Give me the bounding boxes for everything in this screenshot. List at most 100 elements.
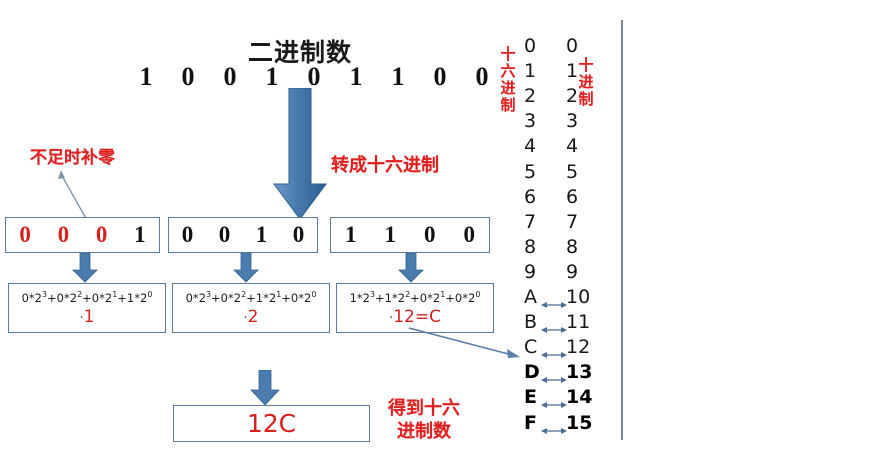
nibble-box-3: 1 1 0 0	[330, 217, 490, 253]
formula-result: ·1	[79, 307, 95, 328]
binary-digit: 0	[223, 62, 237, 91]
hex-value: A	[524, 286, 537, 308]
binary-digit: 0	[475, 62, 489, 91]
result-annotation: 得到十六 进制数	[388, 398, 460, 443]
final-result-arrow	[250, 370, 280, 406]
final-result-box: 12C	[173, 405, 370, 442]
decimal-value: 15	[566, 411, 593, 434]
nibble-to-formula-arrow-3	[398, 253, 424, 283]
nibble-to-formula-arrow-2	[233, 253, 259, 283]
decimal-value: 1	[566, 60, 579, 83]
nibble-bit: 0	[463, 222, 476, 247]
decimal-value: 7	[566, 210, 579, 233]
decimal-value: 10	[566, 286, 591, 308]
hex-value: C	[524, 336, 538, 359]
nibble-bit: 0	[19, 222, 31, 247]
hex-table-row: A 10	[524, 285, 614, 310]
binary-digit: 0	[433, 62, 447, 91]
nibble-bit: 0	[57, 222, 70, 247]
nibble-bit: 0	[424, 222, 436, 247]
convert-hex-annotation: 转成十六进制	[331, 155, 439, 176]
pad-zero-annotation: 不足时补零	[30, 148, 115, 168]
nibble-bit: 1	[255, 222, 268, 247]
double-arrow-icon	[541, 393, 567, 409]
nibble-bit: 0	[95, 222, 108, 247]
hex-table-row: D 13	[524, 360, 614, 385]
hex-column-header: 十六进制	[500, 45, 516, 114]
decimal-value: 5	[566, 160, 579, 183]
hex-value: 6	[524, 185, 537, 208]
decimal-value: 14	[566, 386, 593, 409]
decimal-value: 9	[566, 260, 579, 283]
hex-value: 8	[524, 235, 537, 258]
decimal-value: 13	[566, 361, 593, 384]
formula-result: ·2	[243, 307, 259, 328]
decimal-value: 3	[566, 110, 579, 133]
hex-value: 3	[524, 110, 537, 133]
binary-digit: 0	[181, 62, 195, 91]
hex-value: 0	[524, 35, 537, 57]
nibble-bit: 1	[345, 222, 357, 247]
nibble-bit: 1	[384, 222, 397, 247]
decimal-value: 11	[566, 311, 591, 334]
formula-box-3: 1*23+1*22+0*21+0*20 ·12=C	[336, 283, 494, 333]
double-arrow-icon	[541, 419, 567, 434]
binary-digit: 1	[139, 62, 153, 91]
hex-value: 2	[524, 85, 537, 108]
hex-value: 9	[524, 260, 537, 283]
nibble-bit: 0	[292, 222, 305, 247]
decimal-value: 12	[566, 336, 591, 359]
hex-table-row: C 12	[524, 335, 614, 360]
double-arrow-icon	[541, 293, 567, 308]
dec-column-header: 十进制	[578, 56, 594, 108]
page-title: 二进制数	[248, 40, 353, 67]
hex-value: 7	[524, 210, 537, 233]
formula-expression: 1*23+1*22+0*21+0*20	[349, 289, 481, 305]
decimal-value: 6	[566, 185, 579, 208]
decimal-value: 0	[566, 35, 579, 57]
formula-expression: 0*23+0*22+0*21+1*20	[21, 289, 153, 305]
formula-box-2: 0*23+0*22+1*21+0*20 ·2	[172, 283, 330, 333]
pad-zero-pointer-line	[55, 168, 95, 229]
convert-arrow-large	[272, 88, 328, 220]
formula-expression: 0*23+0*22+1*21+0*20	[185, 289, 317, 305]
vertical-divider	[621, 20, 623, 440]
hex-table-row: B 11	[524, 310, 614, 335]
binary-digit: 0	[307, 62, 321, 91]
hex-value: 4	[524, 135, 537, 158]
c-mapping-arrow	[408, 326, 526, 362]
formula-box-1: 0*23+0*22+0*21+1*20 ·1	[8, 283, 166, 333]
formula-result: ·12=C	[389, 307, 441, 328]
decimal-value: 2	[566, 85, 579, 108]
hex-value: D	[524, 361, 540, 384]
hex-value: 5	[524, 160, 537, 183]
decimal-value: 4	[566, 135, 579, 158]
binary-digit: 1	[349, 62, 363, 91]
decimal-value: 8	[566, 235, 579, 258]
nibble-bit: 0	[181, 222, 194, 247]
binary-digit: 1	[265, 62, 279, 91]
double-arrow-icon	[541, 318, 567, 334]
result-annotation-line2: 进制数	[397, 420, 451, 442]
hex-value: 1	[524, 60, 537, 83]
hex-value: B	[524, 311, 538, 334]
nibble-bit: 0	[218, 222, 231, 247]
binary-digit: 1	[391, 62, 405, 91]
